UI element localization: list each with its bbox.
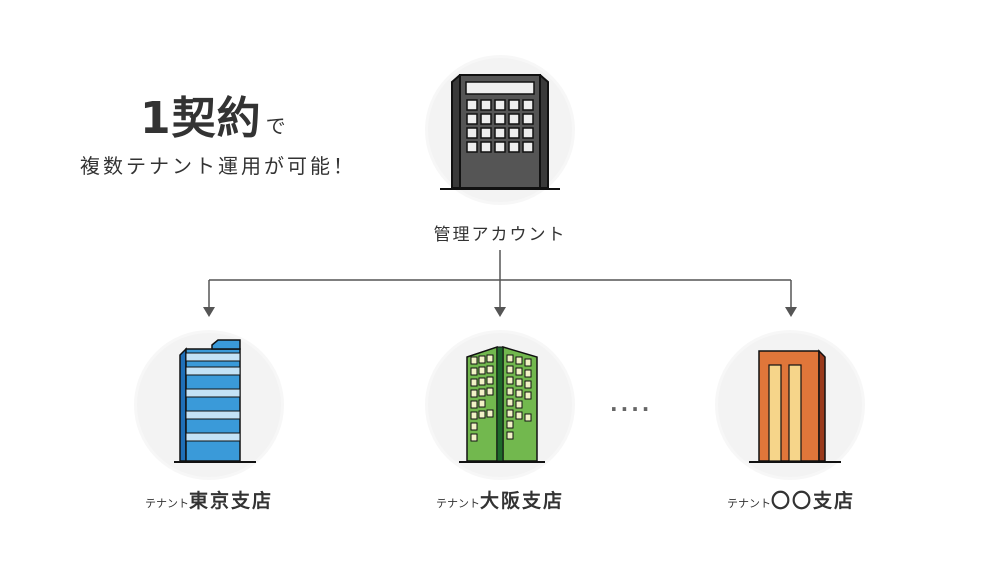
window [515,378,523,387]
window [522,141,534,153]
admin-building-icon [440,74,560,190]
window [480,99,492,111]
window [524,358,532,367]
ellipsis: .... [610,392,653,416]
window [480,127,492,139]
window [486,387,494,396]
window [486,409,494,418]
window [524,413,532,422]
window [508,127,520,139]
window [470,411,478,420]
tenant-label-osaka: テナント大阪支店 [380,486,620,513]
window [522,113,534,125]
window [524,391,532,400]
window [478,366,486,375]
window [508,99,520,111]
window [508,141,520,153]
window [486,354,494,363]
window [515,411,523,420]
window [515,400,523,409]
window [522,127,534,139]
window [486,365,494,374]
window [470,356,478,365]
headline: 1契約で [140,82,291,146]
window [480,141,492,153]
window [508,113,520,125]
window [470,378,478,387]
orange-building-icon [749,349,841,463]
subtitle: 複数テナント運用が可能！ [80,154,356,178]
window [466,127,478,139]
tenant-name: 〇〇支店 [770,490,855,512]
window [470,422,478,431]
window [524,380,532,389]
arrow-down-icon [494,307,506,317]
window [470,400,478,409]
window [506,354,514,363]
tenant-label-other: テナント〇〇支店 [671,486,911,513]
window [466,99,478,111]
window [524,369,532,378]
tenant-name: 大阪支店 [479,490,564,512]
tenant-prefix: テナント [435,497,480,510]
window [478,410,486,419]
window [515,389,523,398]
headline-suffix: で [265,114,287,138]
window [506,420,514,429]
window [494,113,506,125]
window [494,127,506,139]
admin-label: 管理アカウント [433,225,567,245]
window [478,355,486,364]
window [506,431,514,440]
arrow-down-icon [785,307,797,317]
tenant-label-tokyo: テナント東京支店 [89,486,329,513]
tenant-prefix: テナント [726,497,771,510]
window [478,377,486,386]
window [486,376,494,385]
green-building-icon [459,345,545,463]
window [515,356,523,365]
window [480,113,492,125]
window [466,141,478,153]
tenant-prefix: テナント [144,497,189,510]
window [470,433,478,442]
window [506,365,514,374]
tenant-name: 東京支店 [188,490,273,512]
connector-lines [203,250,797,317]
window [506,409,514,418]
window [506,376,514,385]
window [494,99,506,111]
window [522,99,534,111]
window [506,387,514,396]
window [494,141,506,153]
window [506,398,514,407]
window [470,389,478,398]
window [470,367,478,376]
window [515,367,523,376]
arrow-down-icon [203,307,215,317]
blue-building-icon [174,339,256,463]
window [466,113,478,125]
window [478,399,486,408]
window [478,388,486,397]
headline-main: 1契約 [140,93,262,144]
